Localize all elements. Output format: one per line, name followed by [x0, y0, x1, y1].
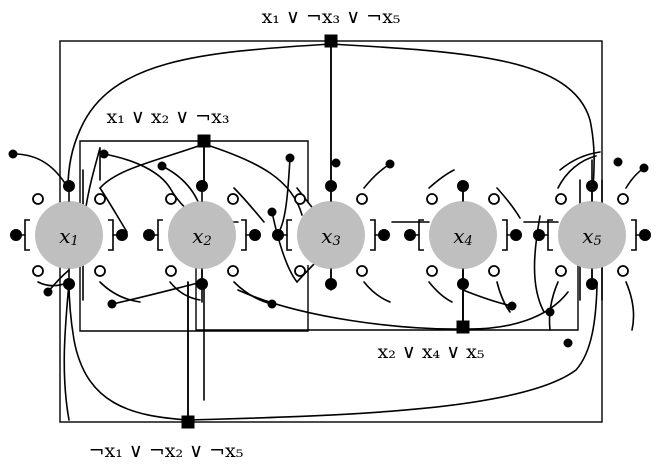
port-ne-x2[interactable] — [227, 193, 239, 205]
port-n-x5[interactable] — [586, 180, 598, 192]
port-nw-x5[interactable] — [555, 193, 567, 205]
variable-node-x4[interactable]: x4 — [404, 180, 522, 290]
clause-junction-c4[interactable] — [181, 415, 195, 429]
port-w-x2[interactable] — [143, 229, 155, 241]
port-ne-x3[interactable] — [356, 193, 368, 205]
port-sw-x3[interactable] — [294, 265, 306, 277]
clause-label-c3: x₂ ∨ x₄ ∨ x₅ — [378, 341, 485, 363]
wire-endpoint-dot — [99, 149, 109, 159]
variable-node-x2[interactable]: x2 — [143, 180, 261, 290]
variable-label-x1: x1 — [59, 224, 79, 249]
port-se-x1[interactable] — [94, 265, 106, 277]
port-w-x3[interactable] — [272, 229, 284, 241]
port-s-x4[interactable] — [457, 278, 469, 290]
variable-label-x5: x5 — [582, 224, 602, 249]
variable-label-x4: x4 — [453, 224, 473, 249]
port-s-x1[interactable] — [63, 278, 75, 290]
port-e-x5[interactable] — [639, 229, 651, 241]
wire-endpoint-dot — [43, 287, 53, 297]
port-w-x4[interactable] — [404, 229, 416, 241]
port-n-x3[interactable] — [325, 180, 337, 192]
wire-endpoint-dot — [385, 159, 395, 169]
clause-square-c4[interactable] — [181, 415, 195, 429]
port-w-x5[interactable] — [533, 229, 545, 241]
variable-disc-x1 — [35, 201, 103, 269]
port-nw-x4[interactable] — [426, 193, 438, 205]
wire-endpoint-dot — [285, 153, 295, 163]
wire-endpoint-dot — [613, 157, 623, 167]
variable-label-x2: x2 — [192, 224, 212, 249]
clause-frame-c3 — [195, 215, 579, 331]
port-e-x3[interactable] — [378, 229, 390, 241]
wire-endpoint-dot — [107, 299, 117, 309]
variable-disc-x3 — [297, 201, 365, 269]
port-ne-x1[interactable] — [94, 193, 106, 205]
clause-label-c4: ¬x₁ ∨ ¬x₂ ∨ ¬x₅ — [89, 440, 244, 462]
wire-endpoint-dot — [563, 338, 573, 348]
variable-disc-x2 — [168, 201, 236, 269]
variable-node-x3[interactable]: x3 — [272, 180, 390, 290]
clause-junction-c1[interactable] — [324, 34, 338, 48]
clause-wires-c4 — [68, 281, 598, 423]
port-w-x1[interactable] — [10, 229, 22, 241]
clause-frame-c2 — [79, 140, 309, 332]
port-s-x3[interactable] — [325, 278, 337, 290]
port-se-x2[interactable] — [227, 265, 239, 277]
port-se-x5[interactable] — [617, 265, 629, 277]
port-e-x2[interactable] — [249, 229, 261, 241]
port-e-x4[interactable] — [510, 229, 522, 241]
clause-wires-c3 — [237, 281, 569, 330]
port-n-x4[interactable] — [457, 180, 469, 192]
port-nw-x3[interactable] — [294, 193, 306, 205]
wire-endpoint-dot — [639, 163, 649, 173]
wire-endpoint-dot — [545, 307, 555, 317]
port-ne-x5[interactable] — [617, 193, 629, 205]
port-sw-x5[interactable] — [555, 265, 567, 277]
wire-endpoint-dot — [331, 158, 341, 168]
wire-endpoint-dot — [267, 299, 277, 309]
port-sw-x1[interactable] — [32, 265, 44, 277]
clause-junction-c2[interactable] — [197, 134, 211, 148]
wire-endpoint-dot — [157, 161, 167, 171]
variable-label-x3: x3 — [321, 224, 341, 249]
variable-disc-x4 — [429, 201, 497, 269]
clause-square-c1[interactable] — [324, 34, 338, 48]
clause-label-c2: x₁ ∨ x₂ ∨ ¬x₃ — [107, 106, 230, 128]
wire-endpoint-dots — [8, 149, 649, 348]
wire-endpoint-dot — [267, 207, 277, 217]
wire-endpoint-dot — [8, 149, 18, 159]
port-se-x4[interactable] — [488, 265, 500, 277]
clause-square-c3[interactable] — [456, 320, 470, 334]
port-nw-x2[interactable] — [165, 193, 177, 205]
port-s-x5[interactable] — [586, 278, 598, 290]
port-sw-x4[interactable] — [426, 265, 438, 277]
port-s-x2[interactable] — [196, 278, 208, 290]
port-se-x3[interactable] — [356, 265, 368, 277]
port-n-x1[interactable] — [63, 180, 75, 192]
port-ne-x4[interactable] — [488, 193, 500, 205]
variable-disc-x5 — [558, 201, 626, 269]
clause-label-c1: x₁ ∨ ¬x₃ ∨ ¬x₅ — [262, 6, 401, 28]
variable-node-x1[interactable]: x1 — [10, 180, 128, 290]
port-e-x1[interactable] — [116, 229, 128, 241]
port-n-x2[interactable] — [196, 180, 208, 192]
variable-node-x5[interactable]: x5 — [533, 180, 651, 290]
port-nw-x1[interactable] — [32, 193, 44, 205]
clause-square-c2[interactable] — [197, 134, 211, 148]
wire-endpoint-dot — [507, 301, 517, 311]
clause-junction-c3[interactable] — [456, 320, 470, 334]
port-sw-x2[interactable] — [165, 265, 177, 277]
